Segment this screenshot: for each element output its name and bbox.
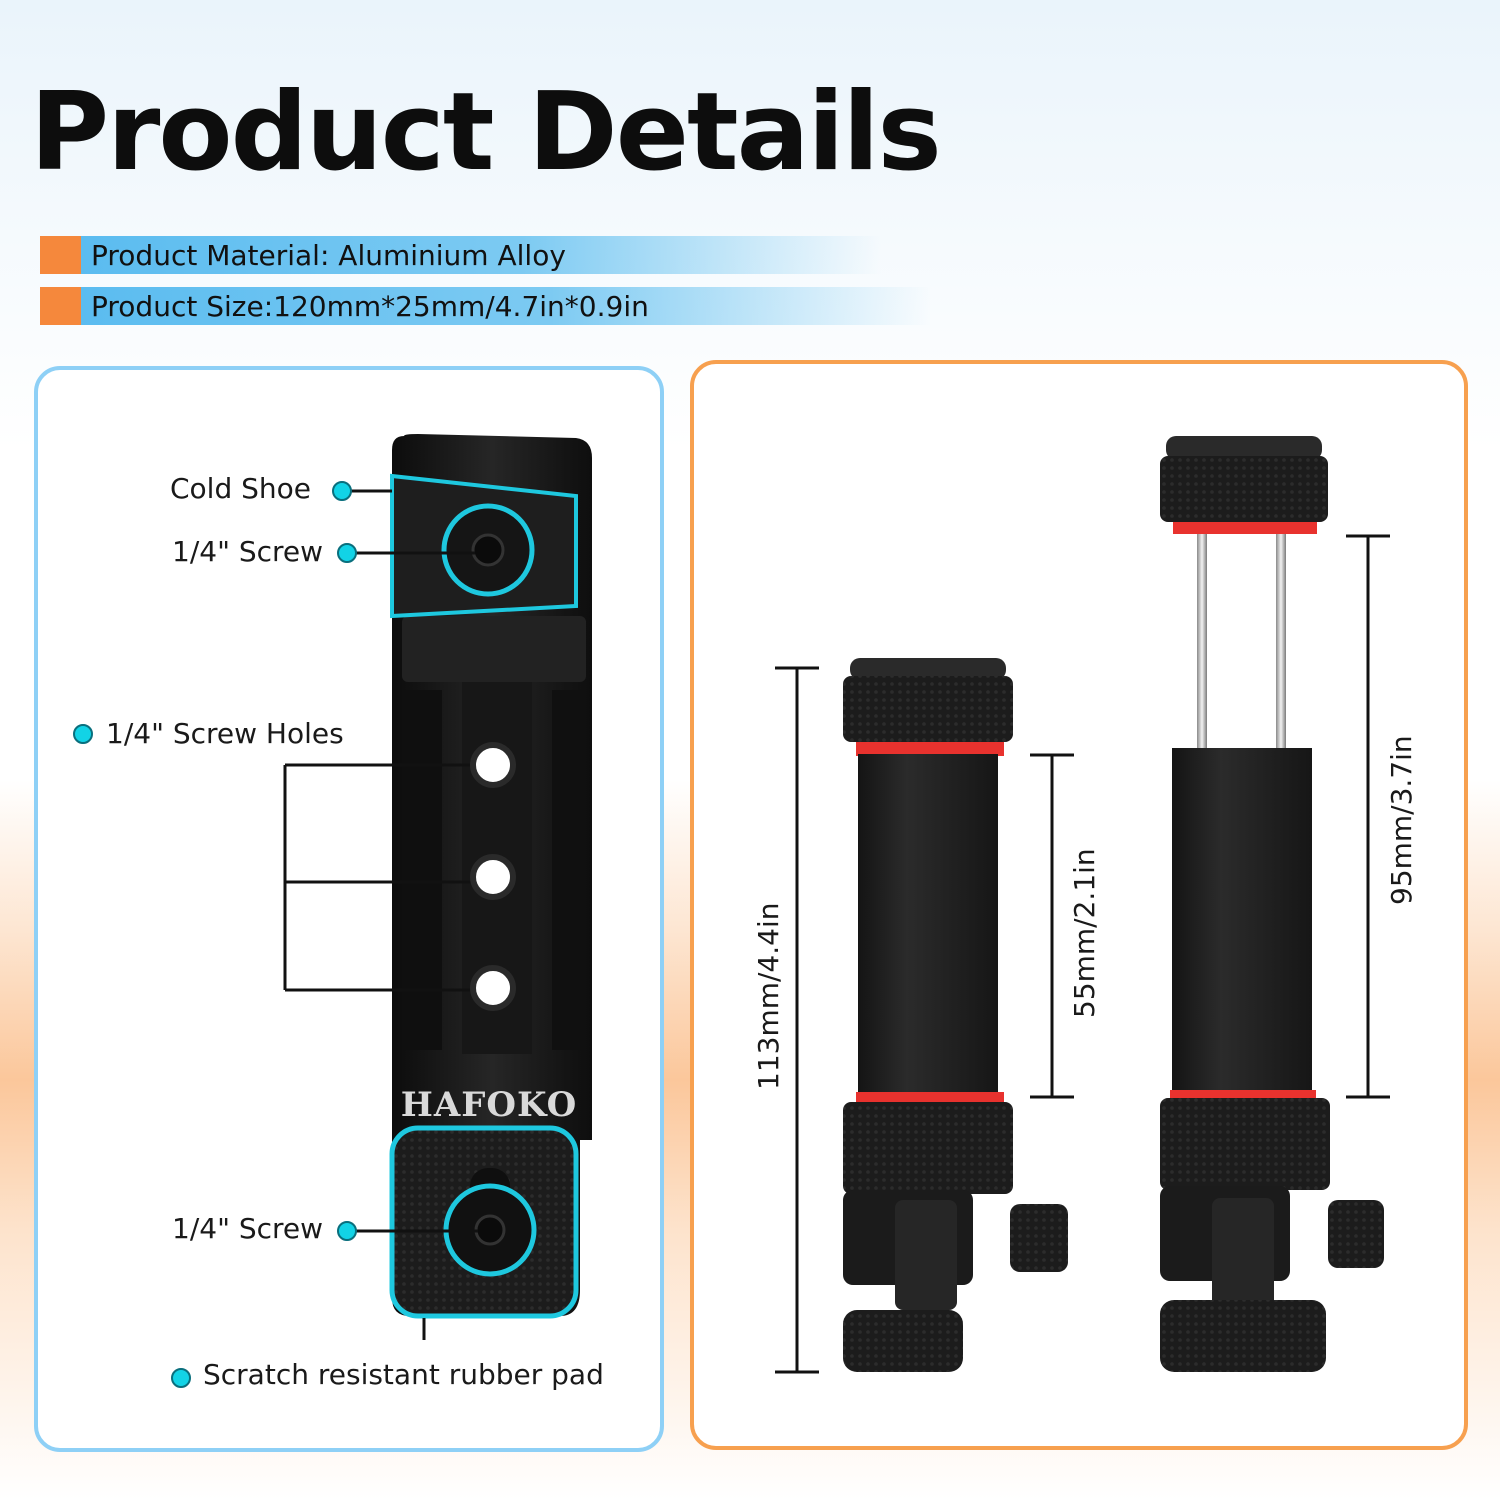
screw-hole xyxy=(470,742,516,788)
dimension-lines xyxy=(775,534,1390,1374)
spec-material: Product Material: Aluminium Alloy xyxy=(40,236,881,274)
bottom-screw xyxy=(474,1214,506,1246)
label-rubber-pad: Scratch resistant rubber pad xyxy=(203,1358,604,1391)
label-screw-bottom: 1/4" Screw xyxy=(172,1212,324,1245)
dimension-extended: 95mm/3.7in xyxy=(1385,735,1418,905)
extension-rod xyxy=(1197,534,1207,750)
page-title: Product Details xyxy=(30,70,942,195)
callout-dots xyxy=(73,481,357,1388)
dimension-total-height: 113mm/4.4in xyxy=(752,902,785,1090)
mount-plate xyxy=(389,434,592,1319)
spec-marker xyxy=(40,236,81,274)
dimension-collapsed: 55mm/2.1in xyxy=(1068,848,1101,1018)
clamp-extended xyxy=(1160,436,1384,1372)
clamp-collapsed xyxy=(843,658,1068,1372)
brand-logo: HAFOKO xyxy=(401,1085,578,1125)
spec-size-text: Product Size:120mm*25mm/4.7in*0.9in xyxy=(81,287,931,325)
label-screw-holes: 1/4" Screw Holes xyxy=(106,717,344,750)
spec-material-text: Product Material: Aluminium Alloy xyxy=(81,236,881,274)
extension-rod xyxy=(1276,534,1286,750)
clamp-panel xyxy=(690,360,1468,1450)
spec-size: Product Size:120mm*25mm/4.7in*0.9in xyxy=(40,287,931,325)
spec-marker xyxy=(40,287,81,325)
label-screw-top: 1/4" Screw xyxy=(172,535,324,568)
callout-lines xyxy=(283,489,478,1340)
screw-hole xyxy=(470,854,516,900)
label-cold-shoe: Cold Shoe xyxy=(170,472,312,505)
top-screw xyxy=(471,533,505,567)
screw-hole xyxy=(470,965,516,1011)
